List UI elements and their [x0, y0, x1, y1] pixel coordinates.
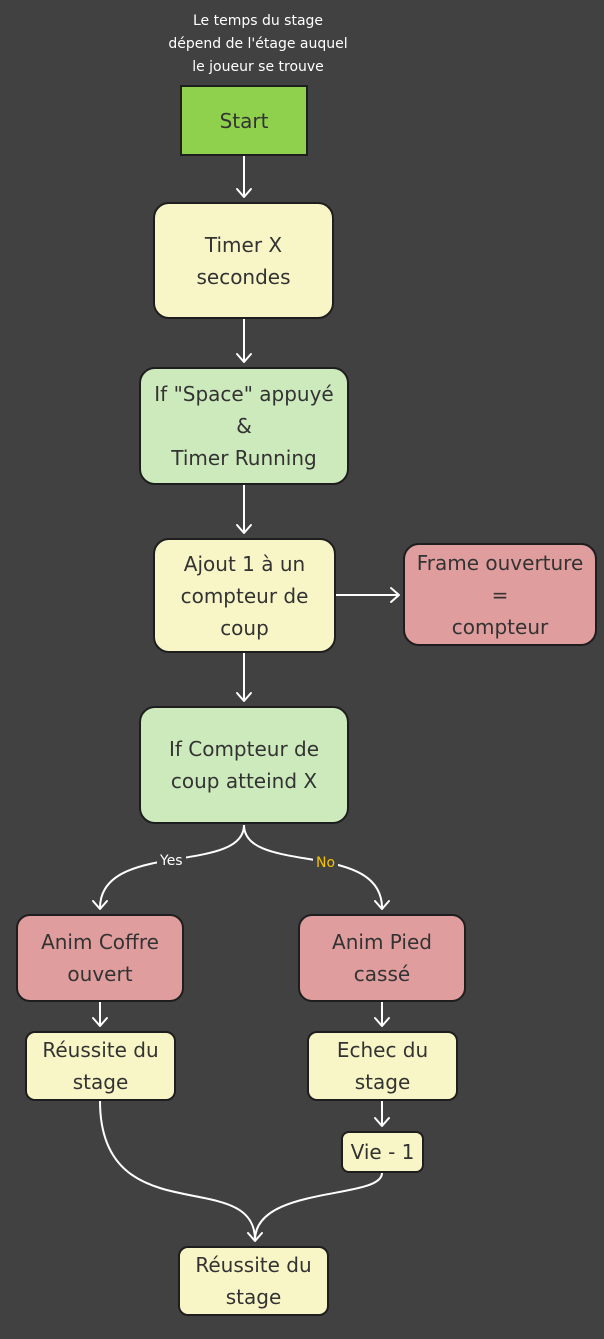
arrowhead-reussite-1 [92, 1017, 108, 1027]
reussite-stage-node: Réussite du stage [25, 1031, 176, 1101]
no-branch-label: No [313, 855, 339, 871]
frame-ouverture-node: Frame ouverture = compteur [403, 543, 597, 646]
arrowhead-anim-coffre [92, 900, 108, 910]
if-compteur-decision: If Compteur de coup atteind X [139, 706, 349, 824]
arrowhead-timer [236, 188, 252, 198]
start-node: Start [180, 85, 308, 156]
arrowhead-ajout [236, 524, 252, 534]
anim-pied-node: Anim Pied cassé [298, 914, 466, 1002]
reussite-final-node: Réussite du stage [178, 1246, 329, 1316]
timer-node: Timer X secondes [153, 202, 334, 319]
arrowhead-echec [374, 1017, 390, 1027]
anim-coffre-node: Anim Coffre ouvert [16, 914, 184, 1002]
arrowhead-if-compteur [236, 692, 252, 702]
if-space-decision: If "Space" appuyé & Timer Running [139, 367, 349, 485]
yes-branch-label: Yes [157, 853, 186, 869]
echec-stage-node: Echec du stage [307, 1031, 458, 1101]
arrow-vie-to-final [254, 1172, 383, 1241]
stage-time-note: Le temps du stage dépend de l'étage auqu… [168, 13, 348, 75]
arrowhead-frame [390, 587, 400, 603]
ajout-compteur-node: Ajout 1 à un compteur de coup [153, 538, 336, 653]
arrowhead-if-space [236, 353, 252, 363]
arrowhead-vie [374, 1117, 390, 1127]
arrow-reussite-to-final [99, 1100, 256, 1241]
vie-moins-un-node: Vie - 1 [341, 1131, 424, 1173]
arrowhead-final [247, 1232, 263, 1242]
arrowhead-anim-pied [374, 900, 390, 910]
